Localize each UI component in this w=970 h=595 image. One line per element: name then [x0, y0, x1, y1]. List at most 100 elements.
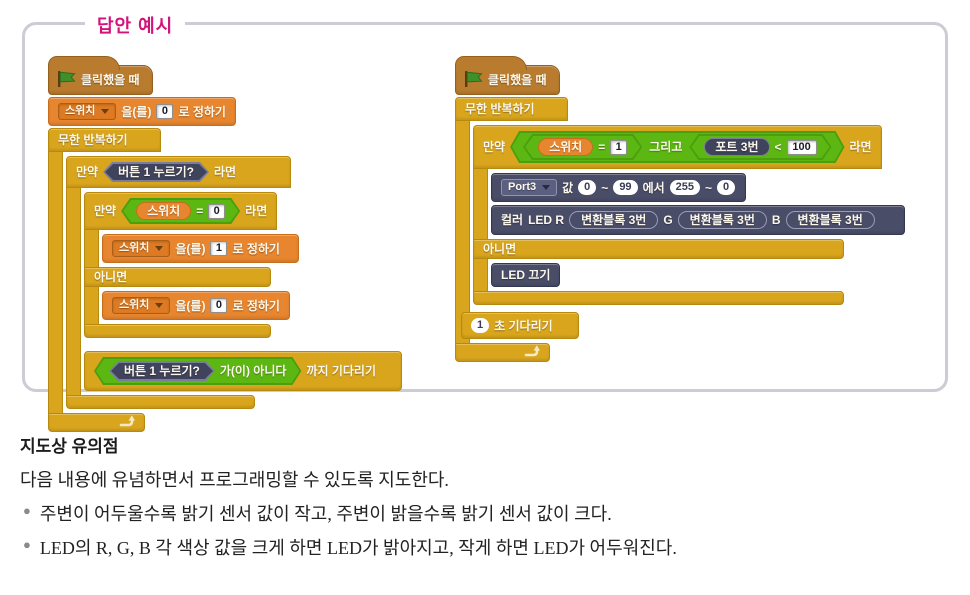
hat-label: 클릭했을 때	[81, 73, 140, 87]
wait-until-label: 까지 기다리기	[306, 364, 376, 378]
c-block-spine	[473, 259, 488, 292]
g-value-slot[interactable]: 변환블록 3번	[677, 211, 767, 229]
variable-dropdown[interactable]: 스위치	[112, 240, 171, 257]
button-pressed-condition[interactable]: 버튼 1 누르기?	[109, 361, 215, 381]
wait-label: 초 기다리기	[494, 318, 553, 333]
when-flag-clicked-block[interactable]: 클릭했을 때	[455, 56, 560, 95]
else-bar[interactable]: 아니면	[473, 239, 844, 259]
set-to-label: 을(를)	[175, 298, 206, 313]
set-switch-1-block[interactable]: 스위치 을(를) 1 로 정하기	[102, 234, 299, 263]
range-label: 에서	[642, 180, 665, 195]
seconds-input[interactable]: 1	[471, 318, 490, 333]
value-input[interactable]: 1	[210, 241, 228, 256]
dropdown-value: 스위치	[119, 299, 150, 311]
forever-foot	[48, 413, 145, 432]
color-led-block[interactable]: 컬러 LED R 변환블록 3번 G 변환블록 3번 B 변환블록 3번	[491, 205, 905, 235]
set-to-label: 을(를)	[121, 104, 152, 119]
notes-intro: 다음 내용에 유념하면서 프로그래밍할 수 있도록 지도한다.	[20, 470, 449, 490]
value-input[interactable]: 1	[610, 140, 627, 155]
else-bar[interactable]: 아니면	[84, 267, 271, 287]
if-header[interactable]: 만약 스위치 = 1 그리고 포트 3번	[473, 125, 882, 169]
c-block-spine	[455, 121, 470, 344]
less-than-condition[interactable]: 포트 3번 < 100	[689, 134, 831, 160]
else-label: 아니면	[483, 242, 517, 256]
bullet-text: LED의 R, G, B 각 색상 값을 크게 하면 LED가 밝아지고, 작게…	[39, 538, 677, 558]
set-suffix-label: 로 정하기	[232, 298, 280, 313]
led-r-label: LED R	[528, 213, 565, 227]
bullet-dot-icon: ●	[23, 537, 31, 552]
c-block-spine	[84, 287, 99, 325]
then-label: 라면	[245, 204, 268, 218]
and-label: 그리고	[649, 140, 683, 154]
condition-label: 버튼 1 누르기?	[124, 364, 200, 378]
wait-seconds-block[interactable]: 1 초 기다리기	[461, 312, 579, 339]
equals-operator: =	[598, 140, 606, 154]
c-block-spine	[66, 188, 81, 396]
notes-bullet: ● 주변이 어두울수록 밝기 센서 값이 작고, 주변이 밝을수록 밝기 센서 …	[20, 500, 960, 526]
if-button-pressed-block: 만약 버튼 1 누르기? 라면 만약	[66, 156, 402, 409]
answer-example-panel: 답안 예시 클릭했을 때 스위치 을(를) 0 로 정하기 무한 반복하기	[22, 12, 948, 432]
c-block-spine	[48, 152, 63, 414]
forever-foot	[455, 343, 550, 362]
switch-variable-reporter[interactable]: 스위치	[538, 138, 593, 156]
chevron-down-icon	[155, 303, 164, 308]
bullet-text: 주변이 어두울수록 밝기 센서 값이 작고, 주변이 밝을수록 밝기 센서 값이…	[39, 504, 612, 524]
dropdown-value: 스위치	[65, 105, 96, 117]
equals-condition[interactable]: 스위치 = 1	[523, 134, 642, 160]
not-label: 가(이) 아니다	[219, 364, 287, 378]
panel-title: 답안 예시	[85, 12, 186, 38]
when-flag-clicked-block[interactable]: 클릭했을 때	[48, 56, 153, 95]
if-else-switch-block: 만약 스위치 = 0 라면	[84, 192, 299, 338]
number-input[interactable]: 0	[717, 180, 736, 195]
value-input[interactable]: 0	[156, 104, 174, 119]
led-g-label: G	[663, 213, 673, 227]
b-value-slot[interactable]: 변환블록 3번	[785, 211, 875, 229]
value-input[interactable]: 0	[208, 204, 225, 219]
number-input[interactable]: 0	[578, 180, 597, 195]
variable-dropdown[interactable]: 스위치	[112, 297, 171, 314]
variable-dropdown[interactable]: 스위치	[58, 103, 117, 120]
forever-block: 무한 반복하기 만약 스위치 = 1	[455, 97, 905, 362]
right-script: 클릭했을 때 무한 반복하기 만약 스위치	[455, 55, 905, 362]
bullet-dot-icon: ●	[23, 503, 31, 518]
port-dropdown[interactable]: Port3	[501, 179, 558, 196]
and-condition[interactable]: 스위치 = 1 그리고 포트 3번 < 100	[510, 131, 844, 163]
number-input[interactable]: 99	[613, 180, 638, 195]
dropdown-value: Port3	[508, 181, 537, 193]
set-switch-0-block[interactable]: 스위치 을(를) 0 로 정하기	[102, 291, 290, 320]
port3-sensor-reporter[interactable]: 포트 3번	[704, 138, 769, 156]
forever-header[interactable]: 무한 반복하기	[48, 128, 161, 152]
color-label: 컬러	[501, 213, 524, 227]
led-off-block[interactable]: LED 끄기	[491, 263, 561, 287]
green-flag-icon	[464, 70, 483, 89]
notes-bullet: ● LED의 R, G, B 각 색상 값을 크게 하면 LED가 밝아지고, …	[20, 534, 960, 560]
if-header[interactable]: 만약 스위치 = 0 라면	[84, 192, 278, 230]
number-input[interactable]: 255	[669, 180, 701, 195]
less-than-operator: <	[774, 140, 782, 154]
hat-label: 클릭했을 때	[488, 73, 547, 87]
if-header[interactable]: 만약 버튼 1 누르기? 라면	[66, 156, 291, 188]
tilde-label: ~	[705, 180, 713, 195]
chevron-down-icon	[542, 185, 551, 190]
c-block-spine	[473, 169, 488, 240]
port-map-value-block[interactable]: Port3 값 0 ~ 99 에서 255 ~	[491, 173, 746, 202]
value-input[interactable]: 0	[210, 298, 228, 313]
c-block-foot	[473, 291, 844, 305]
set-switch-0-block[interactable]: 스위치 을(를) 0 로 정하기	[48, 97, 236, 126]
button-pressed-condition[interactable]: 버튼 1 누르기?	[103, 162, 209, 182]
r-value-slot[interactable]: 변환블록 3번	[569, 211, 659, 229]
equals-operator: =	[196, 204, 204, 218]
set-to-label: 을(를)	[175, 241, 206, 256]
value-input[interactable]: 100	[787, 140, 817, 155]
not-condition[interactable]: 버튼 1 누르기? 가(이) 아니다	[94, 357, 301, 385]
wait-until-block[interactable]: 버튼 1 누르기? 가(이) 아니다 까지 기다리기	[84, 351, 402, 391]
value-label: 값	[562, 180, 574, 195]
then-label: 라면	[849, 140, 872, 154]
condition-label: 버튼 1 누르기?	[118, 165, 194, 179]
switch-variable-reporter[interactable]: 스위치	[136, 202, 191, 220]
equals-condition[interactable]: 스위치 = 0	[121, 198, 240, 224]
chevron-down-icon	[101, 109, 110, 114]
forever-header[interactable]: 무한 반복하기	[455, 97, 568, 121]
set-suffix-label: 로 정하기	[232, 241, 280, 256]
